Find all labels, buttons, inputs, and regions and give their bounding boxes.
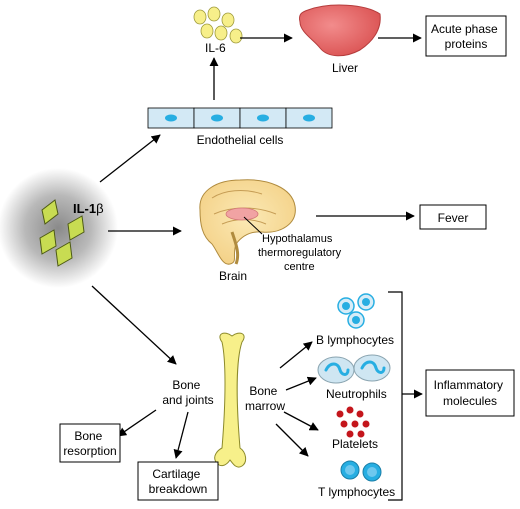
- il6-cells: [193, 6, 243, 44]
- arrow-bone-to-cartilage: [173, 411, 189, 459]
- hypothalamus-region: [225, 207, 259, 221]
- bone-marrow-label: Bone marrow: [245, 384, 285, 413]
- il6-cell: [200, 23, 214, 39]
- platelets-label: Platelets: [332, 437, 378, 451]
- bone-joints-label: Bone and joints: [162, 378, 213, 407]
- neutrophil: [353, 354, 391, 382]
- t-lymphocytes: [340, 460, 382, 482]
- il6-cell: [207, 6, 221, 22]
- b-lymphocyte-nucleus: [352, 316, 360, 324]
- endothelial-nucleus: [257, 114, 269, 122]
- endothelial-label: Endothelial cells: [197, 133, 284, 147]
- neutrophil-nucleus: [324, 362, 350, 376]
- liver-illustration: [299, 4, 381, 57]
- arrow-marrow-to-neutrophils: [285, 376, 317, 391]
- bone-resorption-box: [59, 423, 121, 463]
- b-lymphocyte-nucleus: [362, 298, 370, 306]
- il6-label: IL-6: [205, 41, 226, 55]
- arrow-il1b-to-endothelial: [99, 134, 161, 183]
- brain-shape: [199, 179, 296, 265]
- il1b-crystal: [55, 241, 73, 267]
- platelet: [336, 410, 344, 418]
- platelet: [362, 420, 370, 428]
- platelets: [336, 406, 370, 438]
- il1b-crystal: [39, 229, 57, 255]
- platelet: [346, 406, 354, 414]
- inflammatory-label: Inflammatory molecules: [434, 378, 507, 408]
- endothelial-nucleus: [211, 114, 223, 122]
- acute-phase-box: [425, 15, 507, 57]
- neutrophil-nucleus: [360, 360, 386, 374]
- platelet: [346, 430, 354, 438]
- neutrophils: [317, 354, 391, 384]
- neutrophils-label: Neutrophils: [326, 387, 387, 401]
- il6-cell: [193, 9, 207, 25]
- platelet: [351, 420, 359, 428]
- platelet: [356, 410, 364, 418]
- il1b-crystal: [67, 215, 85, 241]
- fever-box: [419, 204, 487, 230]
- t-lymphocytes-label: T lymphocytes: [318, 485, 395, 499]
- hypothalamus-pointer: [243, 216, 263, 235]
- acute-phase-label: Acute phase proteins: [431, 22, 501, 51]
- il1b-label: IL-1β: [73, 201, 104, 216]
- b-lymphocyte-nucleus: [342, 302, 350, 310]
- cell-bracket: [388, 291, 403, 501]
- il6-cell: [229, 28, 243, 44]
- inflammatory-box: [425, 369, 515, 417]
- il6-cell: [214, 25, 228, 41]
- brain-stem: [230, 231, 240, 265]
- cartilage-label: Cartilage breakdown: [149, 467, 208, 496]
- il6-cell: [221, 12, 235, 28]
- brain-illustration: [199, 179, 296, 265]
- arrow-il1b-to-bone: [91, 285, 177, 365]
- il1b-crystal: [41, 199, 59, 225]
- t-lymphocyte-nucleus: [367, 467, 377, 477]
- il1b-crystals: [39, 199, 85, 267]
- platelet: [340, 420, 348, 428]
- arrow-marrow-to-t: [275, 423, 309, 457]
- endothelial-nucleus: [165, 114, 177, 122]
- il1b-halo: [0, 168, 118, 288]
- arrow-marrow-to-platelets: [283, 411, 319, 431]
- endothelial-cells: [147, 107, 333, 129]
- b-lymphocytes: [337, 293, 375, 329]
- t-lymphocyte-nucleus: [345, 465, 355, 475]
- platelet: [357, 430, 365, 438]
- bone-illustration: [214, 332, 247, 468]
- liver-label: Liver: [332, 61, 358, 75]
- fever-label: Fever: [438, 211, 469, 225]
- il1b-source: IL-1β: [0, 168, 118, 288]
- cartilage-box: [137, 461, 219, 501]
- endothelial-nucleus: [303, 114, 315, 122]
- brain-label: Brain: [219, 269, 247, 283]
- bone-resorption-label: Bone resorption: [63, 429, 116, 458]
- arrow-marrow-to-b: [279, 341, 313, 369]
- arrow-bone-to-resorption: [117, 409, 157, 437]
- hypothalamus-label: Hypothalamus thermoregulatory centre: [258, 233, 344, 273]
- b-lymphocytes-label: B lymphocytes: [316, 333, 394, 347]
